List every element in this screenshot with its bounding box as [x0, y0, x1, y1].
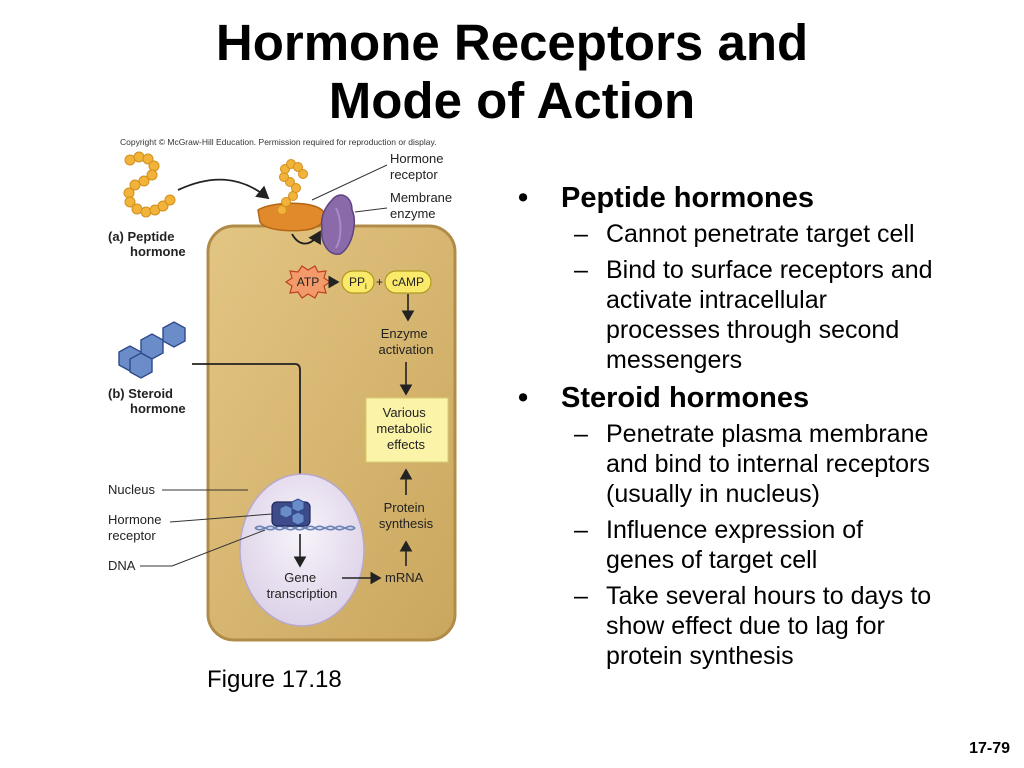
sub-bullet: – Penetrate plasma membrane and bind to … [574, 420, 930, 508]
svg-text:ATP: ATP [297, 275, 319, 289]
figure-caption: Figure 17.18 [207, 666, 342, 693]
peptide-hormone-chain [123, 151, 176, 218]
slide-title: Hormone Receptors and Mode of Action [0, 14, 1024, 130]
dash-marker: – [574, 420, 588, 448]
ppi-text: PPi [349, 275, 367, 291]
dash-marker: – [574, 516, 588, 544]
label-dna: DNA [108, 558, 136, 573]
ppi-oval [341, 270, 375, 294]
sub-bullet: – Take several hours to days to show eff… [574, 582, 932, 670]
peptide-binding-arrow [177, 178, 270, 200]
dash-marker: – [574, 582, 588, 610]
nuclear-receptor-complex [271, 498, 311, 527]
steroid-entry-arrow [192, 363, 308, 496]
label-steroid-hormone: (b) Steroid hormone [108, 386, 186, 416]
dash-marker: – [574, 256, 588, 284]
label-mrna: mRNA [385, 570, 424, 585]
sub-bullet: – Cannot penetrate target cell [574, 220, 915, 248]
label-protein-synthesis: Protein synthesis [379, 500, 434, 531]
membrane-enzyme [320, 194, 356, 255]
label-hormone-receptor-top: Hormone receptor [390, 151, 447, 182]
bullet-list: • Peptide hormones – Cannot penetrate ta… [518, 181, 1008, 677]
steroid-hormone-rings [118, 321, 186, 379]
dash-marker: – [574, 220, 588, 248]
sub-bullet: – Influence expression of genes of targe… [574, 516, 864, 574]
label-nucleus: Nucleus [108, 482, 155, 497]
bound-peptide-chain [277, 159, 308, 215]
page-number: 17-79 [969, 740, 1010, 757]
camp-text: cAMP [392, 275, 424, 289]
bullet-marker: • [518, 182, 529, 214]
nucleus [239, 473, 365, 627]
label-enzyme-activation: Enzyme activation [379, 326, 434, 357]
metabolic-effects-box [365, 397, 449, 463]
camp-oval [384, 270, 432, 294]
bullet-marker: • [518, 382, 529, 414]
plus-sign: + [376, 275, 383, 289]
slide-title-line-1: Hormone Receptors and [215, 14, 809, 71]
slide-title-line-2: Mode of Action [328, 72, 696, 129]
label-peptide-hormone: (a) Peptide hormone [108, 229, 186, 259]
copyright-text: Copyright © McGraw-Hill Education. Permi… [120, 137, 436, 147]
bullet-peptide-hormones: • Peptide hormones [518, 182, 814, 214]
label-gene-transcription: Gene transcription [267, 570, 338, 601]
sub-bullet: – Bind to surface receptors and activate… [574, 256, 933, 374]
bullet-steroid-hormones: • Steroid hormones [518, 382, 810, 414]
atp-burst: ATP [284, 265, 332, 299]
hormone-action-figure: Copyright © McGraw-Hill Education. Permi… [108, 137, 457, 642]
label-hormone-receptor-left: Hormone receptor [108, 512, 165, 543]
receptor-to-enzyme-arrow [291, 230, 321, 245]
label-membrane-enzyme: Membrane enzyme [390, 190, 456, 221]
label-metabolic-effects: Various metabolic effects [376, 405, 435, 452]
membrane-receptor [257, 202, 326, 232]
